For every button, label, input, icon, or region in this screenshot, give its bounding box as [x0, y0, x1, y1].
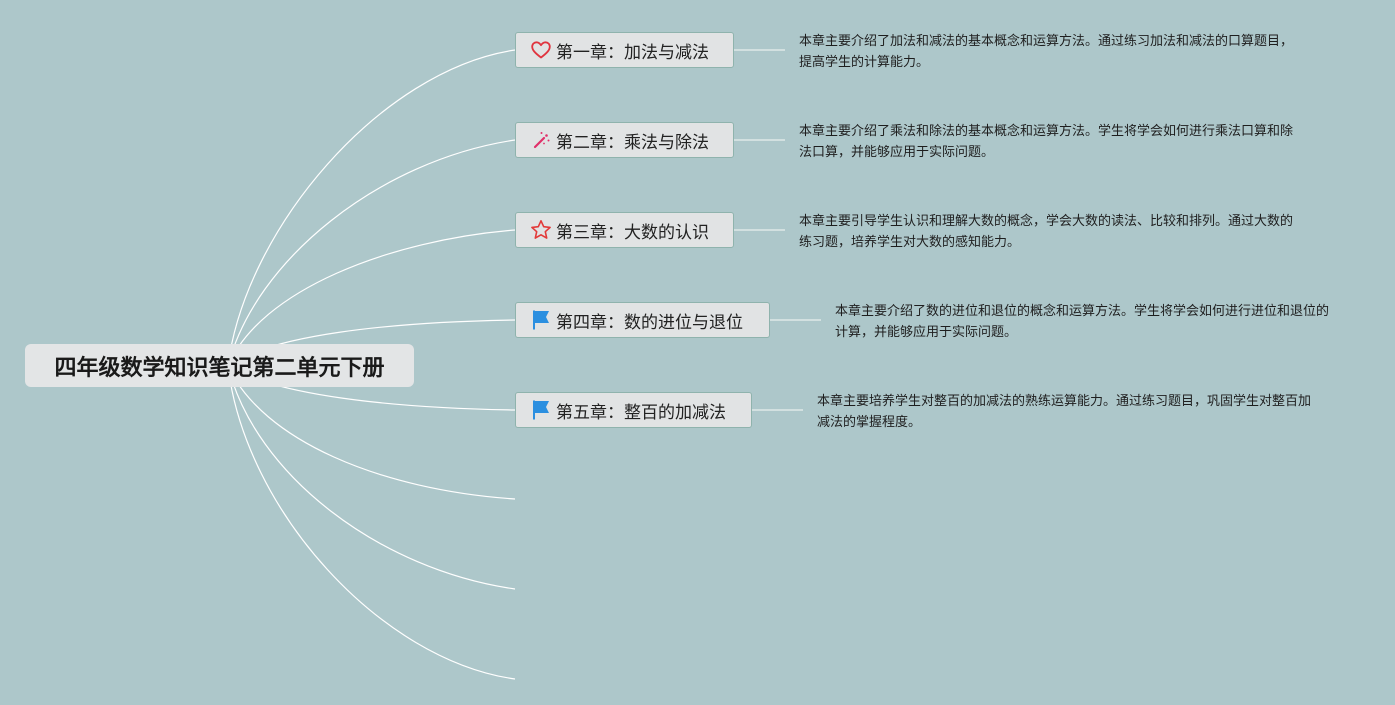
connector-empty-2 — [227, 365, 516, 590]
chapter-description-4: 本章主要介绍了数的进位和退位的概念和运算方法。学生将学会如何进行进位和退位的计算… — [835, 304, 1330, 340]
connector-chapter-1 — [227, 49, 516, 367]
root-topic[interactable]: 四年级数学知识笔记第二单元下册 — [25, 344, 414, 387]
chapter-label-1: 第一章：加法与减法 — [556, 42, 709, 63]
chapter-label-5: 第五章：整百的加减法 — [556, 402, 726, 423]
connector-empty-3 — [227, 365, 516, 680]
heart-icon — [530, 39, 552, 61]
chapter-node-4[interactable]: 第四章：数的进位与退位 — [515, 302, 770, 338]
chapter-node-5[interactable]: 第五章：整百的加减法 — [515, 392, 752, 428]
star-icon — [530, 219, 552, 241]
magic-wand-icon — [530, 129, 552, 151]
connector-empty-1 — [227, 365, 516, 500]
chapter-label-4: 第四章：数的进位与退位 — [556, 312, 743, 333]
chapter-description-3: 本章主要引导学生认识和理解大数的概念，学会大数的读法、比较和排列。通过大数的练习… — [799, 214, 1294, 250]
flag-icon — [530, 309, 552, 331]
flag-icon — [530, 399, 552, 421]
chapter-label-3: 第三章：大数的认识 — [556, 222, 709, 243]
chapter-node-2[interactable]: 第二章：乘法与除法 — [515, 122, 734, 158]
chapter-label-2: 第二章：乘法与除法 — [556, 132, 709, 153]
chapter-description-5: 本章主要培养学生对整百的加减法的熟练运算能力。通过练习题目，巩固学生对整百加减法… — [817, 394, 1312, 430]
chapter-description-1: 本章主要介绍了加法和减法的基本概念和运算方法。通过练习加法和减法的口算题目，提高… — [799, 34, 1294, 70]
chapter-node-1[interactable]: 第一章：加法与减法 — [515, 32, 734, 68]
connector-chapter-2 — [227, 139, 516, 367]
chapter-description-2: 本章主要介绍了乘法和除法的基本概念和运算方法。学生将学会如何进行乘法口算和除法口… — [799, 124, 1294, 160]
connector-chapter-3 — [227, 229, 516, 367]
chapter-node-3[interactable]: 第三章：大数的认识 — [515, 212, 734, 248]
